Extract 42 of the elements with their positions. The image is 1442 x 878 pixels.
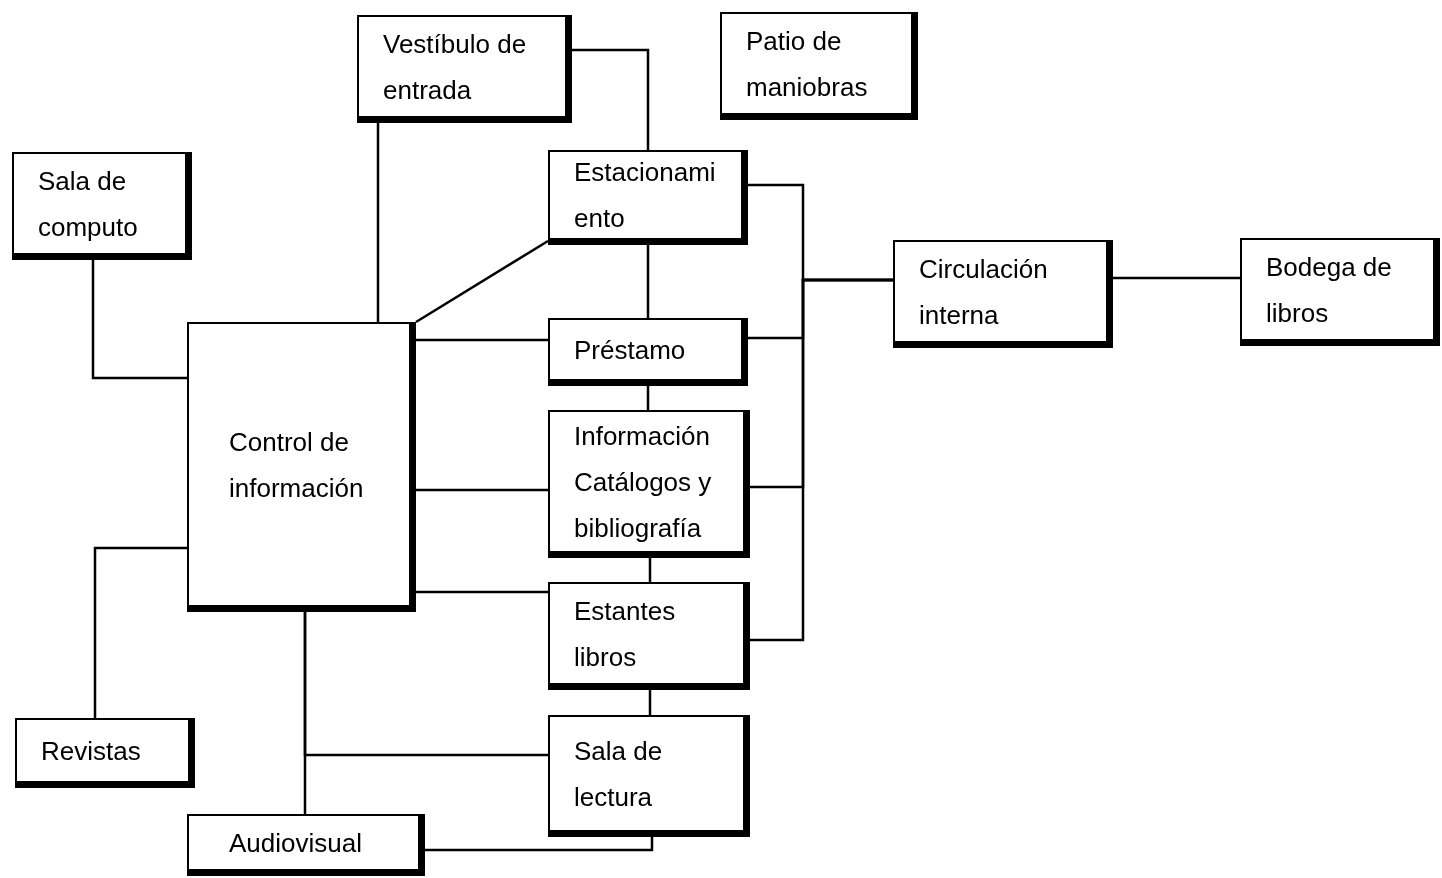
box-label: Préstamo xyxy=(574,333,687,367)
box-label: Bodega de libros xyxy=(1266,250,1393,330)
process-box xyxy=(548,582,750,690)
connector-line xyxy=(750,278,893,642)
connector-line xyxy=(416,488,548,492)
process-box xyxy=(548,150,748,245)
connector-line xyxy=(572,48,650,150)
connector-line xyxy=(303,612,548,757)
process-box xyxy=(357,15,572,123)
process-box xyxy=(187,814,425,876)
box-label: Patio de maniobras xyxy=(746,24,869,104)
connector-line xyxy=(648,690,652,715)
box-label: Vestíbulo de entrada xyxy=(383,27,528,107)
box-label: Control de información xyxy=(229,425,365,505)
process-box xyxy=(720,12,918,120)
connector-line xyxy=(91,260,187,380)
connector-line xyxy=(646,386,650,410)
connector-line xyxy=(425,837,654,852)
connector-line xyxy=(93,546,187,718)
connector-line xyxy=(646,245,650,318)
box-label: Audiovisual xyxy=(229,826,363,860)
connector-line xyxy=(415,239,549,324)
process-box xyxy=(15,718,195,788)
connector-line xyxy=(376,123,380,322)
process-box xyxy=(12,152,192,260)
connector-line xyxy=(648,558,652,582)
connector-line xyxy=(1113,276,1240,280)
box-label: Sala de lectura xyxy=(574,734,664,814)
box-label: Circulación interna xyxy=(919,252,1049,332)
box-label: Información Catálogos y bibliografía xyxy=(574,419,713,545)
box-label: Estacionami ento xyxy=(574,156,717,235)
process-box xyxy=(187,322,416,612)
connector-line xyxy=(416,338,548,342)
process-box xyxy=(893,240,1113,348)
box-label: Estantes libros xyxy=(574,594,677,674)
process-box xyxy=(1240,238,1440,346)
process-box xyxy=(548,410,750,558)
process-box xyxy=(548,715,750,837)
connector-line xyxy=(416,590,548,594)
process-box xyxy=(548,318,748,386)
box-label: Sala de computo xyxy=(38,164,139,244)
box-label: Revistas xyxy=(41,734,142,768)
